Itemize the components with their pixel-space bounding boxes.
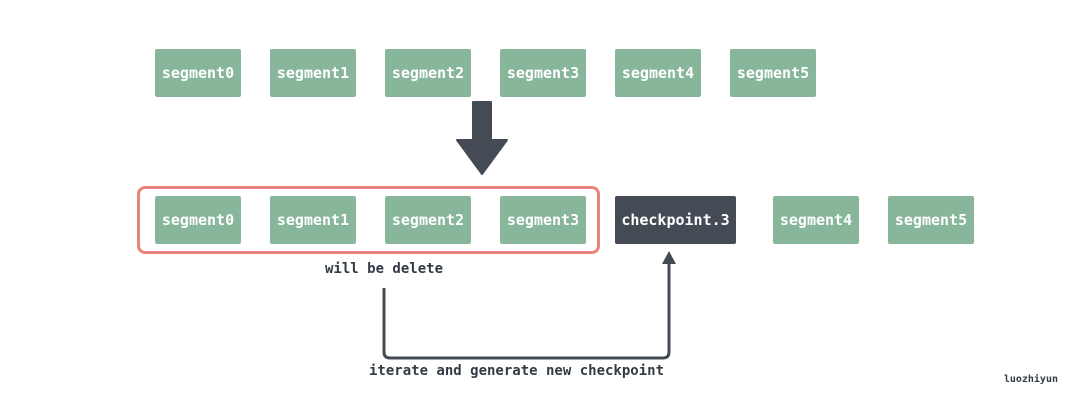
top-segment-5: segment5 — [730, 49, 816, 97]
checkpoint-box: checkpoint.3 — [615, 196, 736, 244]
down-arrow-icon — [456, 101, 508, 175]
connector-arrow — [382, 262, 671, 360]
top-segment-3: segment3 — [500, 49, 586, 97]
bottom-segment-1: segment1 — [270, 196, 356, 244]
connector-arrowhead-icon — [662, 251, 676, 264]
author-signature: luozhiyun — [1003, 374, 1058, 385]
bottom-segment-5: segment5 — [888, 196, 974, 244]
bottom-segment-4: segment4 — [773, 196, 859, 244]
delete-note-label: will be delete — [325, 261, 444, 277]
process-note-label: iterate and generate new checkpoint — [369, 363, 665, 379]
delete-group-border — [137, 186, 600, 254]
bottom-segment-2: segment2 — [385, 196, 471, 244]
top-segment-2: segment2 — [385, 49, 471, 97]
bottom-segment-0: segment0 — [155, 196, 241, 244]
bottom-segment-3: segment3 — [500, 196, 586, 244]
top-segment-4: segment4 — [615, 49, 701, 97]
top-segment-0: segment0 — [155, 49, 241, 97]
top-segment-1: segment1 — [270, 49, 356, 97]
